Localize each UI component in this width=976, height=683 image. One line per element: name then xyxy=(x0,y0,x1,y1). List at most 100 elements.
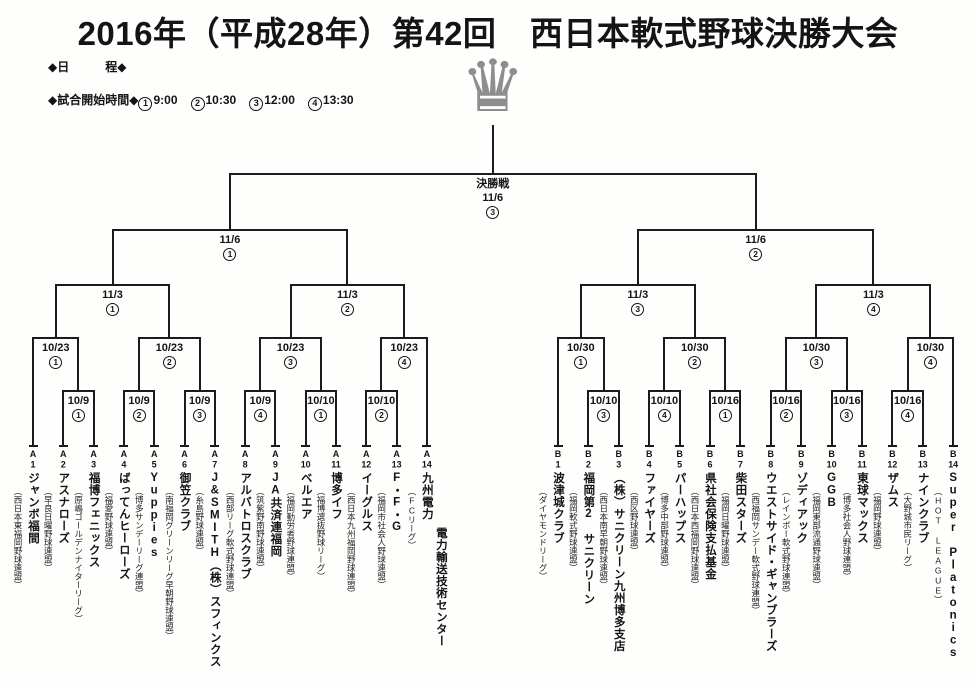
team-name: A5Yuppies xyxy=(146,449,162,681)
team-name: B6県社会保険支払基金 xyxy=(702,449,718,681)
team-name-text: ゾディアック xyxy=(795,472,808,544)
circled-number: 3 xyxy=(486,206,500,219)
match-number-line: 2 xyxy=(716,247,796,261)
team-name: B4ファイヤーズ xyxy=(641,449,657,681)
team-league: （原嶋ゴールデンナイターリーグ） xyxy=(73,487,84,623)
team-name-text: J&SMITH（株）スフィンクス xyxy=(208,472,221,668)
circled-number: 3 xyxy=(193,409,207,422)
bracket-line xyxy=(32,337,80,339)
circled-number: 1 xyxy=(49,356,63,369)
team-code-number: 3 xyxy=(91,460,97,469)
team-league: （西日本南早朝野球連盟） xyxy=(598,487,609,589)
bracket-line xyxy=(579,284,582,337)
team-code-number: 14 xyxy=(421,460,432,469)
bracket-line xyxy=(636,229,875,231)
team-league: （福愛野球連盟） xyxy=(103,487,114,555)
bracket-line xyxy=(259,337,322,339)
team-name-text: 御笠クラブ xyxy=(178,472,191,532)
circled-number: 4 xyxy=(901,409,915,422)
team-name-text: イーグルス xyxy=(360,472,373,532)
team-code-number: 13 xyxy=(391,460,402,469)
circled-number: 4 xyxy=(923,356,937,369)
team-name-text: 博多イフ xyxy=(330,472,342,520)
team-name-text: （株）サニクリーン九州博多支店 xyxy=(612,472,625,652)
match-label: 10/30 2 xyxy=(655,341,735,369)
team-code: B14 xyxy=(948,449,959,469)
match-number-line: 3 xyxy=(251,355,331,369)
team-league: （西日本西福岡野球連盟） xyxy=(690,487,700,589)
match-date: 11/3 xyxy=(862,289,884,301)
circled-number: 2 xyxy=(374,409,388,422)
match-date: 10/10 xyxy=(367,395,396,407)
team-name: A14九州電力 xyxy=(419,449,435,681)
bracket-line xyxy=(228,173,231,229)
team-code-number: 8 xyxy=(768,460,774,469)
circled-number: 1 xyxy=(574,356,588,369)
bracket-line xyxy=(785,337,848,339)
bracket-line xyxy=(365,390,368,447)
bracket-line xyxy=(906,337,955,339)
match-date: 10/23 xyxy=(390,342,418,354)
team-name-text: 九州電力 xyxy=(420,472,433,520)
bracket-line xyxy=(769,390,772,447)
team-name-text: 県社会保険支払基金 xyxy=(704,472,716,580)
team-name: A7J&SMITH（株）スフィンクス xyxy=(207,449,223,681)
team-league: （福岡軟式野球連盟） xyxy=(568,487,579,572)
team-league: （FCリーグ） xyxy=(406,487,417,550)
team-code: B10 xyxy=(826,449,837,469)
team-league: （福岡東部流通野球連盟） xyxy=(811,487,822,589)
bracket-line xyxy=(663,337,666,390)
circled-number: 3 xyxy=(284,356,298,369)
team-league: （福博選抜野球リーグ） xyxy=(316,487,326,581)
match-date: 10/16 xyxy=(893,395,922,407)
team-name-text: ナインクラブ xyxy=(916,472,929,544)
match-number-line: 1 xyxy=(190,247,270,261)
team-code-number: 11 xyxy=(331,460,341,469)
match-date: 11/3 xyxy=(627,289,649,301)
team-name: B5パーハップス xyxy=(672,449,688,681)
bracket-line xyxy=(709,390,711,447)
team-name-text: ファイヤーズ xyxy=(643,472,656,544)
bracket-line xyxy=(183,390,216,392)
bracket-line xyxy=(921,390,924,447)
team-name: A6御笠クラブ xyxy=(177,449,193,681)
bracket-line xyxy=(183,390,186,447)
match-date: 10/30 xyxy=(681,342,709,354)
team-code: B2 xyxy=(583,449,594,469)
team-code-number: 9 xyxy=(798,460,804,469)
match-date: 11/6 xyxy=(482,192,504,204)
circled-number: 3 xyxy=(631,303,645,316)
match-number-line: 4 xyxy=(364,355,444,369)
circled-number: 1 xyxy=(106,303,120,316)
bracket-line xyxy=(845,337,848,390)
circled-number: 4 xyxy=(397,356,411,369)
circled-number: 3 xyxy=(597,409,611,422)
bracket-line xyxy=(380,337,428,339)
circled-number: 4 xyxy=(866,303,880,316)
team-name-text: 柴田スターズ xyxy=(734,472,747,544)
match-date: 11/3 xyxy=(336,289,358,301)
crown-icon: ♛ xyxy=(460,44,526,128)
team-code-number: 2 xyxy=(585,460,591,469)
bracket-line xyxy=(769,390,803,392)
team-code: B8 xyxy=(765,449,776,469)
team-name: B10GGB xyxy=(824,449,840,681)
match-number-line: 1 xyxy=(38,408,118,422)
schedule-heading: ◆日 程◆ xyxy=(48,60,127,74)
circled-number: 2 xyxy=(688,356,702,369)
match-date: 10/30 xyxy=(567,342,595,354)
bracket-line xyxy=(587,390,590,447)
team-name-text: 福博フェニックス xyxy=(87,472,100,568)
bracket-line xyxy=(891,390,924,392)
bracket-line xyxy=(138,337,141,390)
bracket-line xyxy=(213,390,216,447)
team-name-text: ベルエア xyxy=(299,472,312,520)
match-number-line: 3 xyxy=(776,355,856,369)
team-code: B11 xyxy=(857,449,867,469)
bracket-line xyxy=(587,390,620,392)
team-name-text: Super Platonics xyxy=(947,472,960,660)
